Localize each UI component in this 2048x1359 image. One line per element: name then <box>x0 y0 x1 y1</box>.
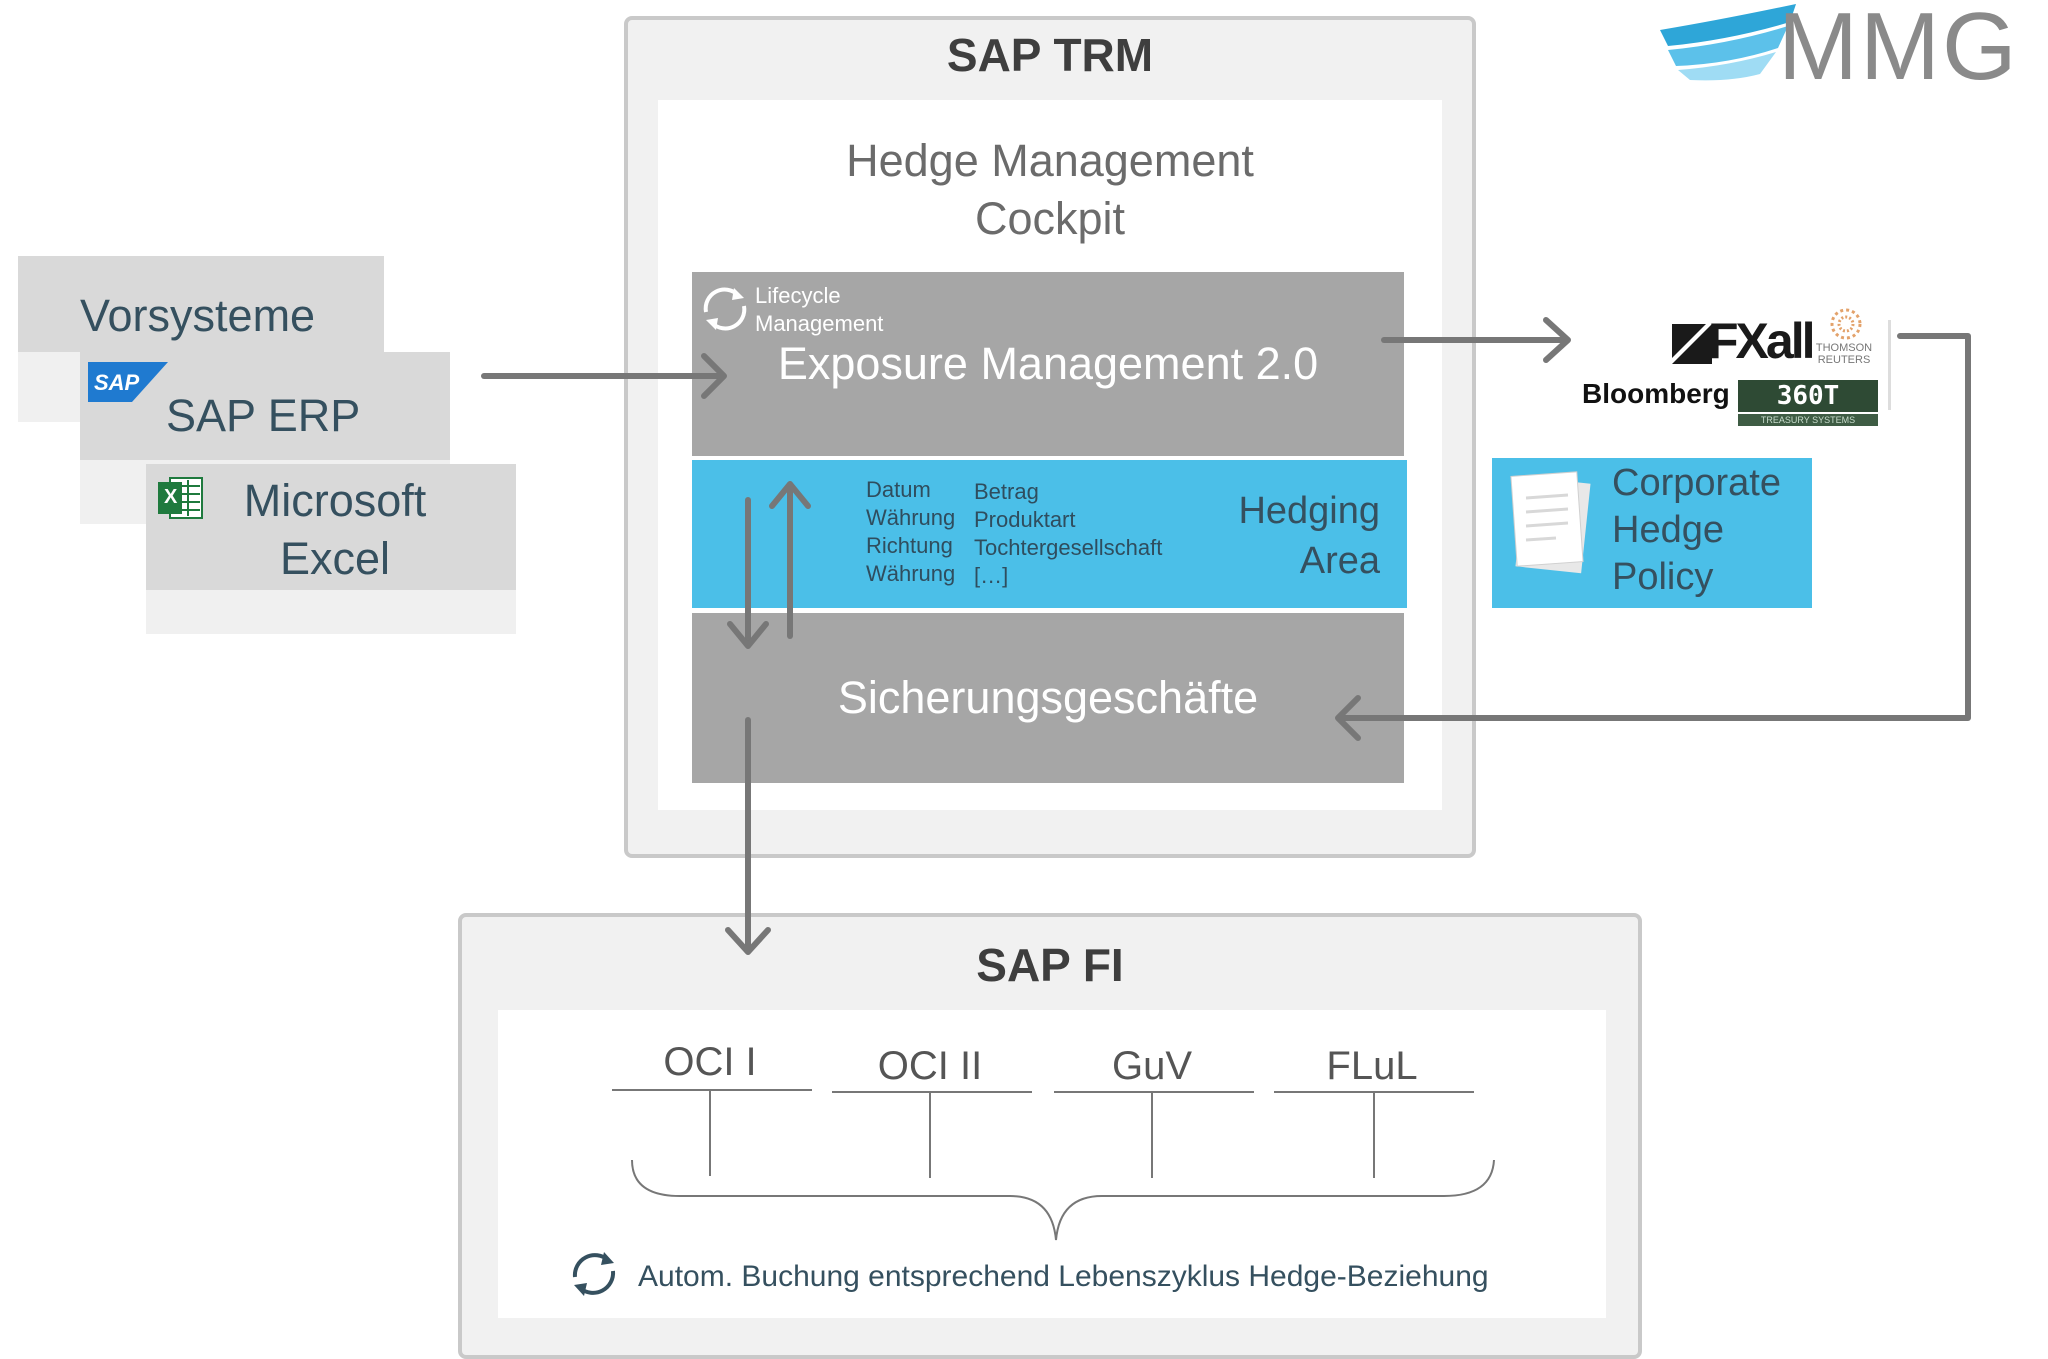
automation-cycle-icon <box>566 1246 622 1302</box>
vorsysteme-card <box>18 256 384 352</box>
policy-line3: Policy <box>1612 556 1714 598</box>
thomson-line2: REUTERS <box>1817 354 1871 366</box>
hedging-area-box <box>692 460 1407 608</box>
sap-logo-text: SAP <box>94 370 140 395</box>
sicherungsgeschaefte-box <box>692 613 1404 783</box>
excel-label-line1: Microsoft <box>243 475 427 526</box>
sap-erp-label: SAP ERP <box>166 390 361 441</box>
attr-right-0: Betrag <box>974 479 1039 504</box>
hedge-title-line2: Cockpit <box>974 193 1126 244</box>
bloomberg-logo: Bloomberg <box>1582 378 1730 409</box>
attr-right-2: Tochtergesellschaft <box>974 535 1163 560</box>
sap-fi-panel <box>498 1010 1606 1318</box>
fi-column-oci-1: OCI I <box>663 1040 757 1084</box>
hedging-attributes-left: Datum Währung Richtung Währung <box>866 476 955 588</box>
hedging-area-label: Hedging Area <box>1150 486 1380 586</box>
hedging-label-line1: Hedging <box>1238 490 1380 532</box>
attr-right-1: Produktart <box>974 507 1076 532</box>
attr-left-0: Datum <box>866 477 931 502</box>
360t-subtitle: TREASURY SYSTEMS <box>1738 414 1878 426</box>
fi-column-oci-2: OCI II <box>877 1044 983 1088</box>
lifecycle-icon <box>698 282 752 336</box>
thomson-reuters-logo: THOMSON REUTERS <box>1812 342 1876 366</box>
hedging-attributes-right: Betrag Produktart Tochtergesellschaft […… <box>974 478 1162 590</box>
attr-left-3: Währung <box>866 561 956 586</box>
excel-card <box>146 464 516 590</box>
hedging-label-line2: Area <box>1299 540 1380 582</box>
automation-text: Autom. Buchung entsprechend Lebenszyklus… <box>638 1260 1489 1293</box>
lifecycle-label-line2: Management <box>755 311 884 336</box>
fi-column-guv: GuV <box>1111 1044 1193 1088</box>
sap-fi-title: SAP FI <box>976 939 1124 991</box>
excel-logo: X <box>156 474 204 522</box>
attr-left-1: Währung <box>866 505 956 530</box>
mmg-wave-icon <box>1660 0 1796 82</box>
attr-left-2: Richtung <box>866 533 953 558</box>
excel-label: Microsoft Excel <box>220 472 450 588</box>
exposure-management-title: Exposure Management 2.0 <box>777 338 1319 389</box>
mmg-logo: MMG <box>1778 0 2019 100</box>
sap-logo: SAP <box>88 362 168 402</box>
fxall-logo: FXall <box>1708 313 1815 369</box>
excel-logo-text: X <box>164 486 178 508</box>
hedge-title-line1: Hedge Management <box>846 135 1254 186</box>
exposure-management-box <box>692 272 1404 456</box>
excel-label-line2: Excel <box>279 533 391 584</box>
excel-card-shadow <box>146 590 516 634</box>
arrow-platforms-to-sicherung <box>1339 333 1971 721</box>
fi-column-flul: FLuL <box>1326 1044 1418 1088</box>
360t-logo: 360T <box>1738 380 1878 412</box>
fxall-mark-icon <box>1672 324 1712 364</box>
lifecycle-label-line1: Lifecycle <box>755 283 841 308</box>
fi-curly-brace <box>631 1159 1495 1241</box>
thomson-reuters-icon <box>1828 306 1864 342</box>
policy-line1: Corporate <box>1612 462 1781 504</box>
document-icon <box>1506 468 1596 578</box>
corporate-hedge-policy-text: Corporate Hedge Policy <box>1612 460 1781 601</box>
logo-divider <box>1888 320 1891 410</box>
hedge-management-cockpit-title: Hedge Management Cockpit <box>658 132 1442 248</box>
sicherungsgeschaefte-title: Sicherungsgeschäfte <box>837 672 1259 723</box>
attr-right-3: […] <box>974 563 1009 588</box>
sap-trm-title: SAP TRM <box>946 29 1154 81</box>
lifecycle-management-label: Lifecycle Management <box>755 282 883 338</box>
thomson-line1: THOMSON <box>1815 342 1873 354</box>
vorsysteme-title: Vorsysteme <box>80 290 316 341</box>
policy-line2: Hedge <box>1612 509 1724 551</box>
